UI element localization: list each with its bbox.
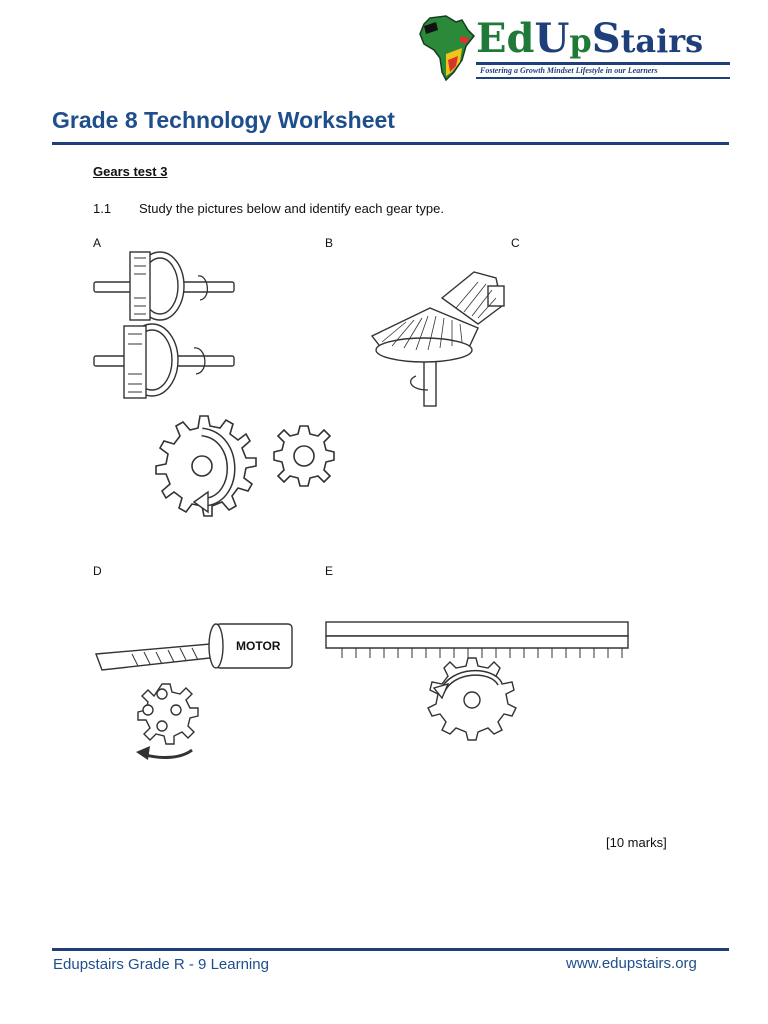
motor-label: MOTOR [236, 639, 281, 653]
footer-website-link[interactable]: www.edupstairs.org [566, 955, 697, 972]
logo-underline-lower [476, 77, 730, 79]
page-title: Grade 8 Technology Worksheet [52, 107, 395, 133]
picture-label-d: D [93, 564, 102, 578]
worm-gear-with-motor-icon: MOTOR [95, 623, 293, 760]
question-number: 1.1 [93, 201, 112, 216]
spur-gears-parallel-shafts-icon [93, 251, 235, 399]
logo-wordmark: EdUpStairs [476, 15, 704, 62]
logo: EdUpStairs Fostering a Growth Mindset Li… [416, 14, 732, 84]
footer-left-text: Edupstairs Grade R - 9 Learning [53, 956, 269, 973]
total-marks: [10 marks] [606, 835, 667, 850]
picture-label-e: E [325, 564, 334, 578]
header-divider [52, 142, 729, 145]
section-heading: Gears test 3 [93, 164, 168, 179]
picture-label-c: C [511, 236, 520, 250]
spur-gear-pair-icon [155, 415, 335, 517]
africa-map-icon [419, 15, 476, 82]
picture-label-a: A [93, 236, 102, 250]
question-text: Study the pictures below and identify ea… [139, 201, 444, 216]
bevel-gears-icon [370, 271, 505, 407]
logo-underline [476, 62, 730, 65]
footer-divider [52, 948, 729, 951]
picture-label-b: B [325, 236, 334, 250]
rack-and-pinion-icon [325, 621, 629, 741]
logo-tagline: Fostering a Growth Mindset Lifestyle in … [480, 66, 658, 75]
